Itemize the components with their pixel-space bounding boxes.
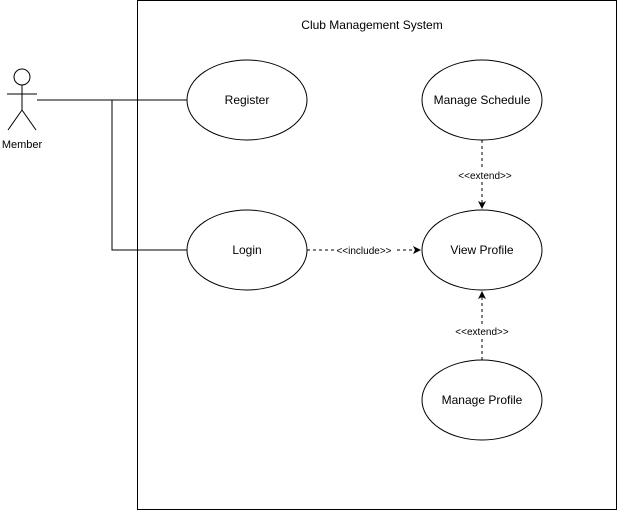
extend-profile-label: <<extend>>	[455, 327, 509, 338]
use-case-label: View Profile	[450, 243, 513, 257]
use-case-label: Manage Schedule	[434, 93, 531, 107]
extend-profile-label-bg	[451, 325, 513, 338]
include-label: <<include>>	[336, 246, 391, 257]
use-case-view-profile[interactable]: View Profile	[421, 209, 543, 291]
actor-label: Member	[2, 139, 43, 151]
use-case-register[interactable]: Register	[186, 59, 308, 141]
actor-right-leg	[21, 109, 37, 131]
extend-schedule-label: <<extend>>	[458, 171, 512, 182]
use-case-label: Register	[225, 93, 270, 107]
use-case-manage-profile[interactable]: Manage Profile	[421, 359, 543, 441]
member-actor[interactable]: Member	[2, 68, 43, 151]
use-case-label: Manage Profile	[442, 393, 523, 407]
use-case-label: Login	[232, 243, 261, 257]
include-label-bg	[334, 243, 394, 257]
actor-left-leg	[7, 109, 23, 131]
actor-head	[13, 68, 31, 86]
use-case-manage-schedule[interactable]: Manage Schedule	[421, 59, 543, 141]
extend-schedule-label-bg	[454, 169, 516, 182]
use-case-login[interactable]: Login	[186, 209, 308, 291]
system-title: Club Management System	[301, 18, 442, 32]
association-login	[111, 100, 187, 251]
